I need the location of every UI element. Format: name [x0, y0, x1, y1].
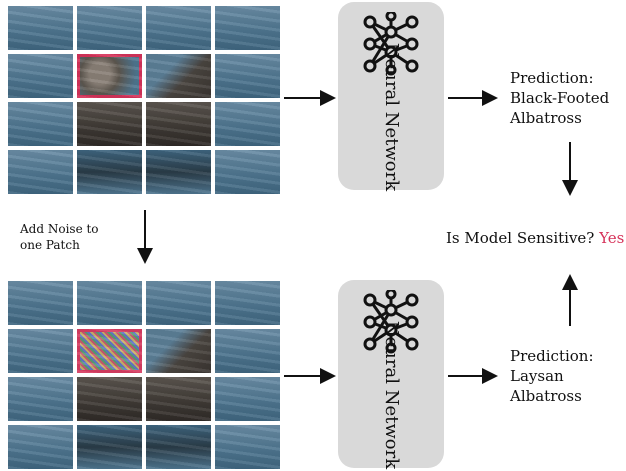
image-patch	[77, 102, 142, 146]
highlighted-patch	[77, 54, 142, 98]
image-patch	[215, 6, 280, 50]
image-patch	[215, 102, 280, 146]
image-patch	[146, 281, 211, 325]
add-noise-line: one Patch	[20, 238, 80, 252]
question-answer: Yes	[599, 229, 625, 247]
image-patch	[215, 425, 280, 469]
prediction-line: Albatross	[510, 387, 582, 405]
image-patch	[146, 102, 211, 146]
add-noise-line: Add Noise to	[20, 222, 99, 236]
image-patch	[8, 425, 73, 469]
neural-network-box-bottom: Neural Network	[338, 280, 444, 469]
prediction-top: Prediction: Black-Footed Albatross	[510, 68, 609, 128]
image-patch	[215, 54, 280, 98]
image-patch	[77, 150, 142, 194]
image-patch	[146, 329, 211, 373]
prediction-line: Laysan	[510, 367, 564, 385]
image-patch	[8, 377, 73, 421]
image-patch	[146, 377, 211, 421]
image-patch	[146, 6, 211, 50]
image-patch	[146, 425, 211, 469]
noisy-patch	[77, 329, 142, 373]
add-noise-label: Add Noise to one Patch	[20, 221, 99, 253]
neural-network-icon	[363, 290, 419, 354]
prediction-line: Black-Footed	[510, 89, 610, 107]
prediction-bottom: Prediction: Laysan Albatross	[510, 346, 594, 406]
image-patch	[215, 377, 280, 421]
image-patch	[77, 377, 142, 421]
image-patch	[146, 150, 211, 194]
image-patch	[77, 425, 142, 469]
image-patch	[8, 329, 73, 373]
original-image-grid	[8, 6, 280, 194]
image-patch	[8, 54, 73, 98]
sensitivity-question: Is Model Sensitive? Yes	[446, 229, 624, 247]
image-patch	[8, 281, 73, 325]
prediction-title: Prediction:	[510, 69, 594, 87]
image-patch	[215, 150, 280, 194]
prediction-title: Prediction:	[510, 347, 594, 365]
image-patch	[77, 281, 142, 325]
image-patch	[215, 329, 280, 373]
noisy-image-grid	[8, 281, 280, 469]
prediction-line: Albatross	[510, 109, 582, 127]
image-patch	[8, 150, 73, 194]
neural-network-icon	[363, 12, 419, 76]
question-text: Is Model Sensitive?	[446, 229, 595, 247]
image-patch	[77, 6, 142, 50]
image-patch	[215, 281, 280, 325]
image-patch	[8, 102, 73, 146]
neural-network-box-top: Neural Network	[338, 2, 444, 191]
image-patch	[146, 54, 211, 98]
image-patch	[8, 6, 73, 50]
